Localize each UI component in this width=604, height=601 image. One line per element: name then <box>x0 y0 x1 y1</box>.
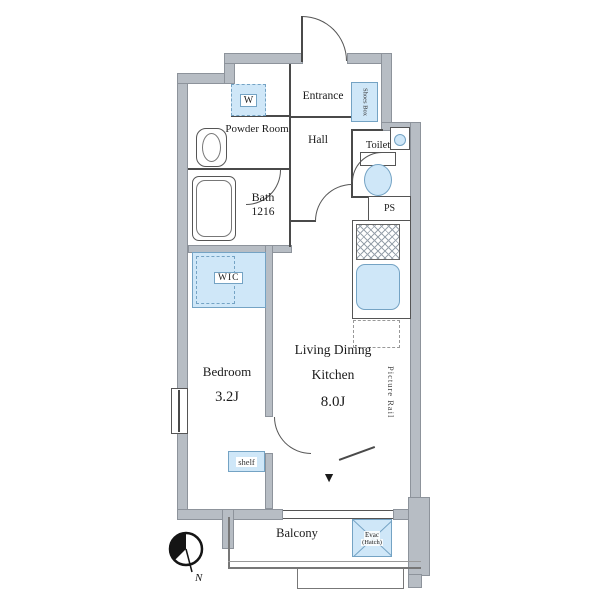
evac-hatch-text: Evac (Hatch) <box>353 520 391 556</box>
wall-under-washer <box>231 115 291 117</box>
toilet-label: Toilet <box>365 140 391 151</box>
toilet-basin-bowl <box>394 134 406 146</box>
wall-hall-ldk <box>291 220 316 222</box>
ps-label: PS <box>383 203 396 214</box>
wall-powder-hall <box>289 64 291 170</box>
ldk-size-label: 8.0J <box>320 394 346 411</box>
wall-bedroom-ldk-upper <box>265 245 273 417</box>
balcony-edge-left <box>228 517 230 568</box>
window-swing-line <box>338 446 375 461</box>
picture-rail-label: Picture Rail <box>386 365 397 419</box>
wic-label: WIC <box>214 272 244 284</box>
compass-needle <box>170 533 186 561</box>
wall-toilet-top <box>351 129 383 131</box>
wall-toilet-left <box>351 129 353 198</box>
wall-right-pillar <box>408 497 430 576</box>
shoes-box-label: Shoes Box <box>361 88 369 116</box>
ps-box: PS <box>368 196 411 221</box>
hall-label: Hall <box>308 134 328 146</box>
evac-label-line2: (Hatch) <box>361 538 383 546</box>
bath-size-label: 1216 <box>251 206 275 219</box>
bathtub-inner <box>196 180 232 237</box>
bedroom-size-label: 3.2J <box>215 388 239 405</box>
shoes-box: Shoes Box <box>351 82 378 122</box>
powder-room-sink <box>196 128 227 167</box>
ldk-label-line1: Living Dining <box>294 342 372 357</box>
evacuation-hatch: Evac (Hatch) <box>352 519 392 557</box>
wall-right-upper <box>381 53 392 131</box>
washing-machine-space: W <box>231 84 266 116</box>
bathtub <box>192 176 236 241</box>
window-balcony <box>283 510 393 519</box>
stove <box>356 224 400 260</box>
lower-balcony-outline <box>297 568 404 589</box>
balcony-railing-inner <box>228 561 421 562</box>
toilet-door-arc <box>352 152 382 182</box>
wall-powder-bath <box>188 168 291 170</box>
washer-label: W <box>239 93 258 107</box>
evac-label-line1: Evac <box>364 530 380 539</box>
wall-bath-right <box>289 168 291 247</box>
genkan-step-line <box>291 116 351 118</box>
wall-top-mid <box>224 53 303 64</box>
balcony-entry-marker: ▼ <box>322 471 336 486</box>
shelf-label: shelf <box>236 456 257 467</box>
ldk-door-arc <box>315 184 352 221</box>
balcony-label: Balcony <box>276 526 318 540</box>
bedroom-door-arc <box>274 417 311 454</box>
toilet-hand-basin <box>390 127 410 150</box>
refrigerator-space <box>353 320 400 348</box>
entrance-door-arc <box>302 16 347 61</box>
entrance-label: Entrance <box>302 90 344 102</box>
compass-pointer <box>185 548 193 573</box>
bedroom-label: Bedroom <box>202 364 252 379</box>
ldk-label-group: Living Dining Kitchen 8.0J <box>283 342 383 411</box>
compass: N <box>168 531 204 583</box>
ldk-label-line2: Kitchen <box>311 367 355 383</box>
bath-label: Bath <box>251 190 275 204</box>
north-label: N <box>194 572 203 583</box>
wall-right-step-small <box>408 574 422 588</box>
kitchen-sink <box>356 264 400 310</box>
bedroom-label-group: Bedroom 3.2J <box>188 364 266 406</box>
balcony-railing-outer <box>228 567 421 569</box>
window-bedroom-mullion <box>178 390 180 432</box>
wic-area: WIC <box>192 252 266 308</box>
powder-room-label: Powder Room <box>225 123 289 135</box>
entrance-door-leaf <box>301 16 303 62</box>
wall-bedroom-ldk-lower <box>265 453 273 509</box>
wall-right-main <box>410 122 421 520</box>
powder-sink-bowl <box>202 133 221 162</box>
wall-left <box>177 73 188 520</box>
shelf-box: shelf <box>228 451 265 472</box>
bath-label-group: Bath 1216 <box>234 190 292 220</box>
